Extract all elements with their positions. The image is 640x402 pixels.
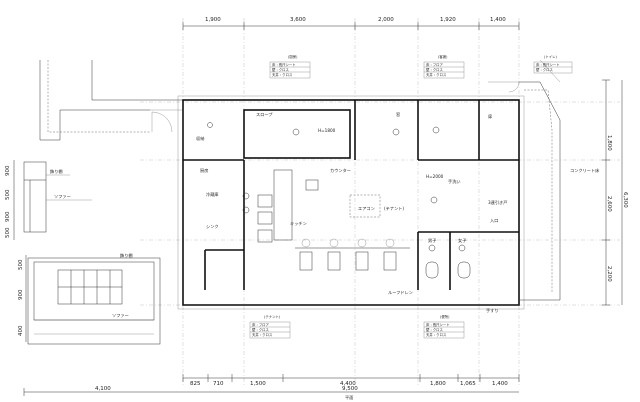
dim-top-5: 1,400: [490, 17, 506, 23]
table-bottom-right-row-2: 壁 : クロス: [426, 327, 443, 332]
table-top-right2-title: (トイレ): [544, 55, 557, 59]
finish-table-bottom-right: (便所) 床 : 長尺シート 壁 : クロス 天井 : クロス: [423, 314, 465, 339]
label-height-2: H=2000: [426, 174, 444, 179]
dim-right-2: 2,600: [606, 196, 612, 212]
label-window: 窓: [396, 111, 400, 117]
label-toilet-f: 女子: [458, 237, 466, 244]
dim-left-1: 900: [5, 165, 11, 176]
table-bottom-center-row-2: 壁 : クロス: [252, 327, 269, 332]
dim-left-2: 500: [5, 189, 11, 200]
dim-left-3: 900: [5, 211, 11, 222]
dim-left-lower-1: 500: [18, 259, 24, 270]
dim-left-lower-3: 400: [18, 325, 24, 336]
table-bottom-center-row-3: 天井 : クロス: [252, 332, 273, 337]
finish-table-top-right: (客席) 床 : フロア 壁 : クロス 天井 : クロス: [423, 54, 465, 79]
dim-right-1: 1,800: [606, 135, 612, 151]
bottom-dimension-chain: 825 710 1,500 4,400 1,800 1,065 1,400 9,…: [23, 374, 520, 401]
exterior-upper-left: [39, 60, 183, 141]
table-top-left-title: (厨房): [288, 54, 298, 59]
dim-top-4: 1,920: [440, 17, 456, 23]
label-concrete: コンクリート床: [570, 167, 600, 174]
label-ev: エアコン: [358, 206, 375, 212]
dim-bottom-3: 1,500: [250, 381, 266, 387]
shelf-top-label: 飾り棚: [50, 168, 63, 175]
table-top-right2-row-2: 壁 : クロス: [536, 67, 553, 72]
dim-top-2: 3,600: [290, 17, 306, 23]
cushion-grid: [57, 269, 123, 305]
finish-table-top-right2: (トイレ) 床 : 長尺シート 壁 : クロス: [533, 55, 573, 74]
label-handrail: 手すり: [486, 307, 499, 314]
room-labels: 厨房 キッチン (テナント) エアコン スロープ 入口 男子 女子 手洗い ルー…: [196, 111, 600, 314]
table-bottom-right-row-1: 床 : 長尺シート: [426, 322, 450, 327]
label-tenant: (テナント): [384, 206, 404, 212]
table-top-right-row-1: 床 : フロア: [426, 62, 443, 67]
label-door: 扉: [488, 113, 492, 120]
table-top-right-row-3: 天井 : クロス: [426, 72, 447, 77]
dim-right-3: 2,200: [606, 266, 612, 282]
table-top-left-row-2: 壁 : クロス: [272, 67, 289, 72]
finish-table-bottom-center: (テナント) 床 : フロア 壁 : クロス 天井 : クロス: [249, 314, 291, 339]
label-kitchen2: キッチン: [290, 221, 307, 226]
table-bottom-right-row-3: 天井 : クロス: [426, 332, 447, 337]
dim-bottom-7: 1,400: [492, 381, 508, 387]
dim-bottom-total: 9,500: [342, 386, 358, 392]
label-toilet-m: 男子: [428, 237, 436, 244]
dim-left-total: 4,100: [95, 386, 111, 392]
shelf-bottom-label: 飾り棚: [120, 252, 133, 259]
sofa-top-label: ソファー: [54, 194, 71, 200]
kitchen-fixtures: [207, 122, 440, 243]
dim-bottom-4: 4,400: [340, 381, 356, 387]
table-bottom-center-row-1: 床 : フロア: [252, 322, 269, 327]
label-slope: スロープ: [256, 112, 273, 118]
label-storage: 収納: [196, 135, 204, 142]
building-outline: [177, 95, 525, 310]
label-wc: 手洗い: [448, 178, 461, 185]
dim-bottom-6: 1,065: [460, 381, 476, 387]
dim-bottom-5: 1,800: [430, 381, 446, 387]
label-cold: 冷蔵庫: [206, 191, 219, 198]
dim-bottom-1: 825: [190, 381, 201, 387]
exterior-right: [488, 59, 561, 301]
table-top-left-row-3: 天井 : クロス: [272, 72, 293, 77]
dim-top-1: 1,900: [205, 17, 221, 23]
label-counter: カウンター: [330, 167, 351, 174]
right-dimension-chain: 1,800 2,600 2,200 6,300: [602, 79, 628, 306]
label-height-1: H=1800: [318, 128, 336, 133]
sofa-elevation-top: ソファー 飾り棚: [23, 161, 92, 233]
interior-walls: [183, 100, 519, 290]
label-entrance: 入口: [490, 218, 498, 223]
table-top-left-row-1: 床 : 長尺シート: [272, 62, 296, 67]
dim-left-4: 500: [5, 227, 11, 238]
sofa-plan-bottom: 飾り棚 ソファー: [27, 252, 161, 345]
label-kitchen: 厨房: [200, 167, 208, 174]
seating: [295, 194, 410, 271]
dim-right-total: 6,300: [622, 192, 628, 208]
label-sliding: 3連引き戸: [488, 199, 507, 206]
sofa-bottom-label: ソファー: [112, 313, 129, 319]
label-pass: ルーフドレン: [388, 290, 413, 295]
table-top-right-title: (客席): [438, 54, 448, 59]
finish-table-top-left: (厨房) 床 : 長尺シート 壁 : クロス 天井 : クロス: [269, 54, 311, 79]
label-sink: シンク: [206, 224, 219, 230]
toilets: [425, 244, 471, 279]
dim-bottom-2: 710: [213, 381, 224, 387]
left-dimension-chain: 900 500 900 500 500 900 400: [5, 160, 27, 342]
dim-left-lower-2: 900: [18, 289, 24, 300]
top-dimension-chain: 1,900 3,600 2,000 1,920 1,400: [182, 17, 520, 30]
table-bottom-right-title: (便所): [440, 314, 450, 319]
dim-top-3: 2,000: [378, 17, 394, 23]
table-top-right2-row-1: 床 : 長尺シート: [536, 62, 560, 67]
table-top-right-row-2: 壁 : クロス: [426, 67, 443, 72]
scale-label: 平面: [345, 395, 353, 401]
table-bottom-center-title: (テナント): [264, 314, 281, 319]
